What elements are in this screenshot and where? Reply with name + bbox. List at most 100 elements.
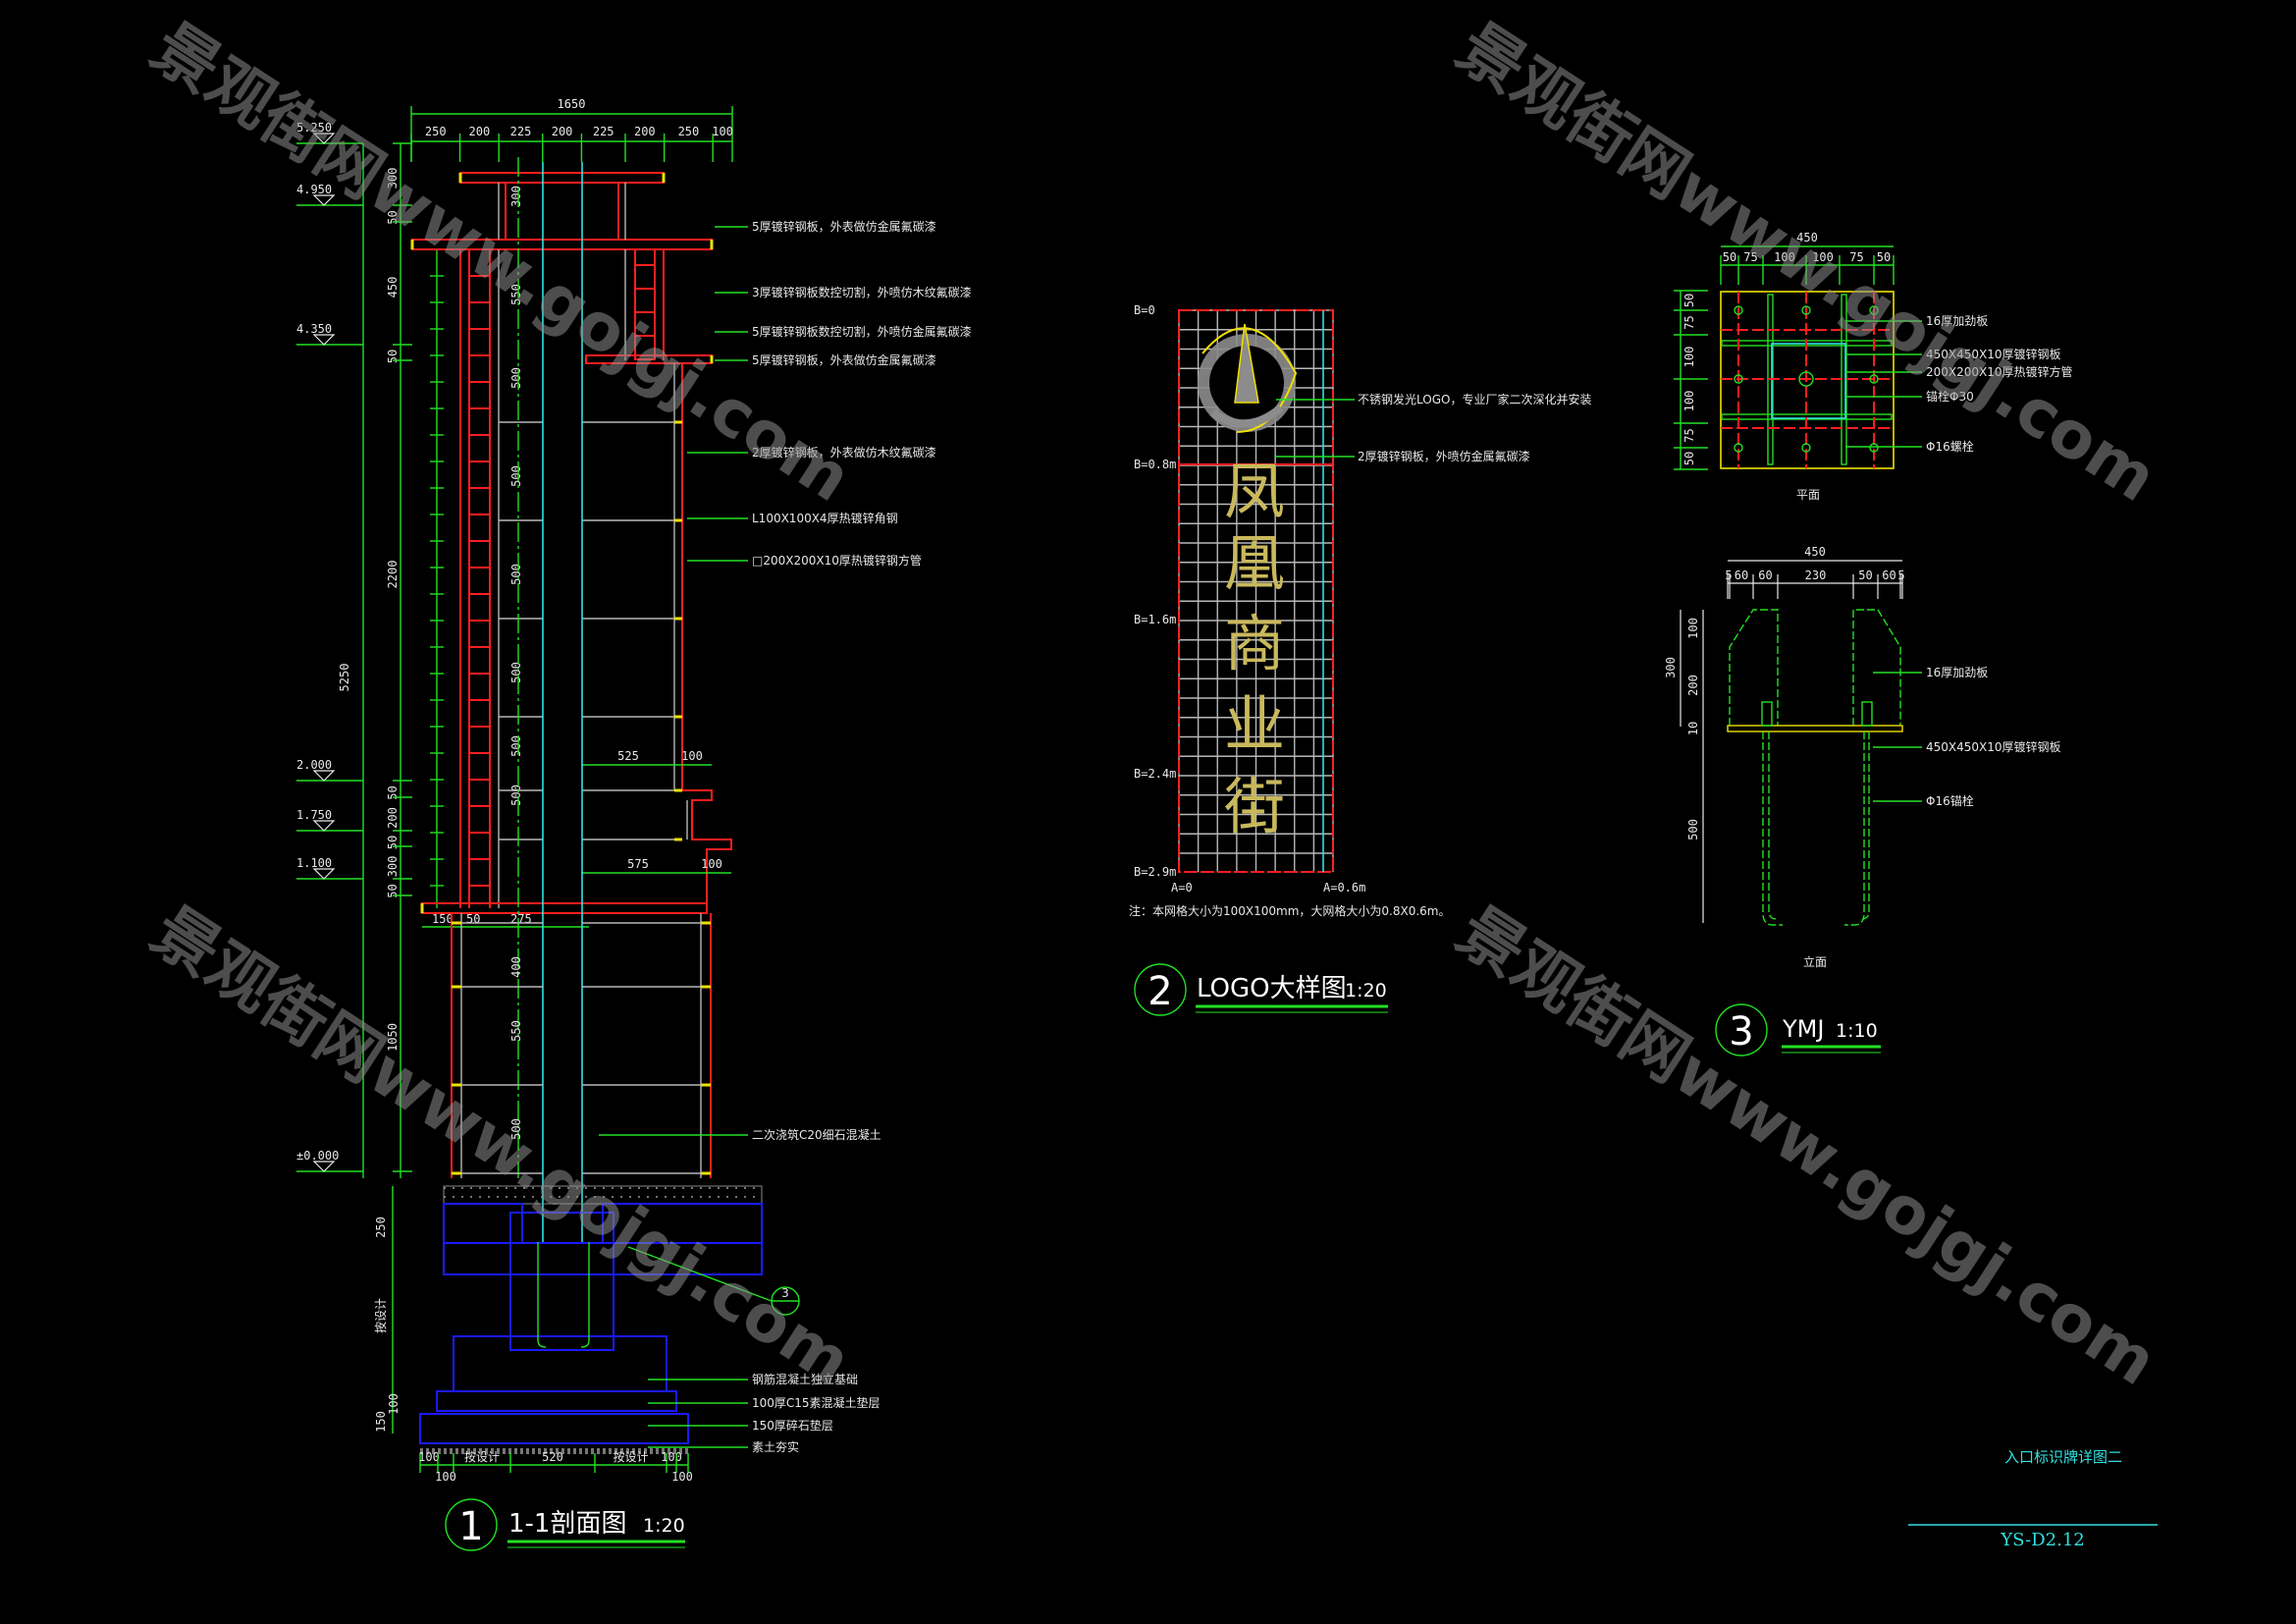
annotation: 素土夯实	[752, 1439, 799, 1454]
title-scale: 1:10	[1836, 1020, 1878, 1042]
bolt-hole-icon	[1869, 305, 1879, 315]
bolt-hole-icon	[1869, 443, 1879, 453]
annotation: 5厚镀锌钢板，外表做仿金属氟碳漆	[752, 219, 936, 234]
dim-label: 50	[386, 884, 400, 897]
dim-label: 按设计	[464, 1450, 500, 1464]
a-label-start: A=0	[1171, 881, 1193, 894]
dim-label: 60	[1882, 568, 1896, 582]
title-scale: 1:20	[643, 1515, 685, 1537]
sign-character: 业	[1224, 688, 1285, 760]
annotation: 锚栓Φ30	[1926, 389, 1974, 404]
b-label: B=1.6m	[1134, 613, 1176, 626]
title-text: YMJ	[1782, 1015, 1824, 1043]
plan-label: 平面	[1796, 488, 1820, 502]
dim-label: 300	[386, 168, 400, 189]
b-label: B=0	[1134, 303, 1155, 317]
dim-label: 200	[552, 125, 573, 138]
dim-100-100: 100	[701, 857, 722, 871]
dim-label: 1050	[386, 1023, 400, 1052]
bolt-hole-icon	[1869, 374, 1879, 384]
level-triangle-icon	[312, 1161, 336, 1172]
dim-label: 300	[386, 856, 400, 878]
dim-label: 100	[1682, 347, 1696, 368]
title-number: 2	[1148, 969, 1172, 1014]
title-number: 3	[1729, 1009, 1753, 1055]
b-label: B=0.8m	[1134, 458, 1176, 471]
annotation: □200X200X10厚热镀锌钢方管	[752, 553, 922, 568]
bolt-hole-icon	[1801, 305, 1811, 315]
dim-label: 225	[593, 125, 614, 138]
dim-label: 200	[386, 807, 400, 829]
dim-150: 150	[432, 912, 454, 926]
bolt-hole-icon	[1734, 305, 1743, 315]
level-label: 5.250	[296, 121, 332, 135]
dim-label: 75	[1682, 315, 1696, 329]
sign-character: 凰	[1224, 527, 1285, 599]
elev-vdim: 200	[1686, 675, 1700, 696]
level-triangle-icon	[312, 334, 336, 346]
phoenix-logo-emblem	[1198, 323, 1298, 433]
b-label: B=2.4m	[1134, 767, 1176, 781]
ymj-title: 3 YMJ 1:10	[1715, 1003, 1881, 1056]
dim-label: 450	[386, 277, 400, 298]
b-label: B=2.9m	[1134, 865, 1176, 879]
annotation: 2厚镀锌钢板，外表做仿木纹氟碳漆	[752, 445, 936, 460]
watermark-text: 景观街网www.gojgj.com	[138, 9, 864, 516]
elev-total: 450	[1804, 545, 1826, 559]
dim-525: 525	[617, 749, 639, 763]
dim-label: 250	[678, 125, 700, 138]
rib-dim: 500	[509, 367, 523, 389]
annotation: 150厚碎石垫层	[752, 1418, 833, 1433]
annotation: 二次浇筑C20细石混凝土	[752, 1127, 881, 1142]
dim-label: 100	[1774, 250, 1795, 264]
elev-label: 立面	[1803, 954, 1827, 969]
dim-275: 275	[510, 912, 532, 926]
bolt-hole-icon	[1734, 443, 1743, 453]
level-label: ±0.000	[296, 1149, 339, 1163]
bolt-hole-icon	[1734, 374, 1743, 384]
annotation: 16厚加劲板	[1926, 314, 1988, 328]
dim-label: 100	[418, 1450, 440, 1464]
elev-vdim: 10	[1686, 722, 1700, 735]
watermark-text: 景观街网www.gojgj.com	[138, 893, 864, 1400]
rib-dim: 500	[509, 735, 523, 757]
level-triangle-icon	[312, 868, 336, 880]
title-text: LOGO大样图	[1197, 974, 1347, 1003]
level-triangle-icon	[312, 133, 336, 144]
level-triangle-icon	[312, 770, 336, 782]
dim-found-250: 250	[374, 1217, 388, 1238]
dim-label: 50	[1858, 568, 1872, 582]
a-label-end: A=0.6m	[1323, 881, 1365, 894]
dim-label: 50	[1723, 250, 1736, 264]
annotation: 200X200X10厚热镀锌方管	[1926, 364, 2073, 379]
sheet-number: YS-D2.12	[2000, 1530, 2084, 1550]
bolt-hole-icon	[1801, 443, 1811, 453]
dim-found-depth: 按设计	[374, 1298, 388, 1333]
logo-note-1: 不锈钢发光LOGO，专业厂家二次深化并安装	[1358, 392, 1591, 406]
sign-character: 凤	[1224, 456, 1285, 527]
rib-dim: 500	[509, 662, 523, 683]
dim-found-150: 150	[374, 1411, 388, 1433]
rib-dim: 500	[509, 564, 523, 585]
dim-label: 5	[1725, 568, 1732, 582]
dim-label: 100	[1682, 391, 1696, 412]
rib-dim: 550	[509, 284, 523, 305]
dim-575: 575	[627, 857, 649, 871]
dim-label: 100	[661, 1450, 682, 1464]
sheet-title: 入口标识牌详图二	[2004, 1448, 2122, 1466]
level-label: 1.750	[296, 808, 332, 822]
dim-label: 100	[671, 1470, 693, 1484]
dim-label: 50	[1682, 294, 1696, 307]
annotation: 100厚C15素混凝土垫层	[752, 1395, 881, 1410]
level-label: 4.350	[296, 322, 332, 336]
section-annotations: 5厚镀锌钢板，外表做仿金属氟碳漆3厚镀锌钢板数控切割，外喷仿木纹氟碳漆5厚镀锌钢…	[599, 219, 972, 1454]
rib-dim: 300	[509, 186, 523, 207]
rib-dim: 500	[509, 465, 523, 487]
